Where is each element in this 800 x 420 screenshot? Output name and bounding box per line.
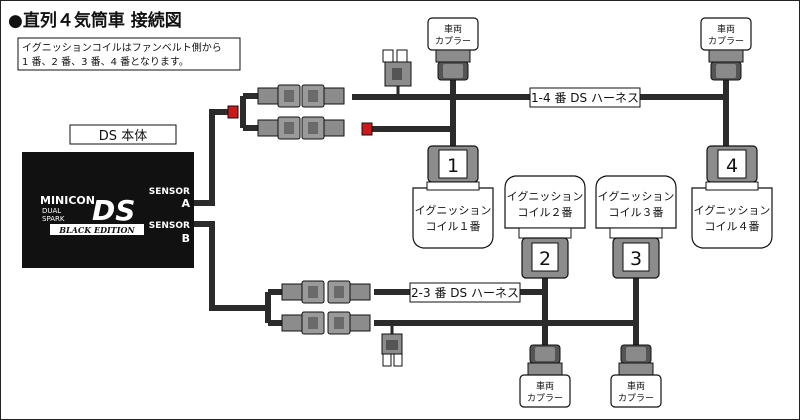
brand-dual: DUAL [42, 207, 61, 215]
coupler-line2: カプラー [527, 393, 563, 404]
brand-spark: SPARK [42, 215, 65, 223]
coil-number: 2 [539, 248, 551, 270]
red-marker-a [227, 105, 239, 119]
page-title: ●直列４気筒車 接続図 [8, 10, 182, 31]
red-marker-top [361, 122, 373, 136]
harness-23-text: 2-3 番 DS ハーネス [411, 286, 519, 300]
harness-23-label: 2-3 番 DS ハーネス [409, 282, 521, 303]
coil-line1: イグニッション [507, 189, 584, 203]
brand-ds: DS [92, 194, 135, 227]
sensor-b-word: SENSOR [149, 221, 190, 231]
note-line2: 1 番、2 番、3 番、4 番となります。 [22, 56, 189, 68]
ds-unit-body [22, 152, 194, 268]
harness-14-label: 1-4 番 DS ハーネス [529, 87, 641, 108]
note-box: イグニッションコイルはファンベルト側から 1 番、2 番、3 番、4 番となりま… [17, 37, 241, 71]
wire-to-coil1 [372, 126, 456, 147]
wire-sensor-a [193, 109, 232, 206]
coil-line2: コイル１番 [426, 220, 481, 233]
connector-a-bottom [257, 116, 345, 140]
coil-line2: コイル４番 [705, 220, 760, 233]
coil-number: 3 [630, 248, 642, 270]
note-line1: イグニッションコイルはファンベルト側から [22, 41, 222, 54]
coupler-line2: カプラー [435, 36, 471, 47]
coupler-line1: 車両 [627, 380, 645, 392]
wires [193, 80, 729, 348]
sensor-b-letter: B [182, 232, 190, 245]
coil-3: イグニッション コイル３番 3 [595, 175, 677, 279]
vehicle-coupler-1: 車両 カプラー [427, 17, 479, 81]
coil-line1: イグニッション [694, 203, 771, 217]
coupler-line2: カプラー [708, 36, 744, 47]
coupler-line1: 車両 [444, 23, 462, 35]
vehicle-coupler-2: 車両 カプラー [519, 344, 571, 408]
vehicle-coupler-3: 車両 カプラー [610, 344, 662, 408]
brand-edition: BLACK EDITION [58, 225, 135, 235]
coil-2: イグニッション コイル２番 2 [504, 175, 586, 279]
ds-unit: DS 本体 MINICON DUAL SPARK DS BLACK EDITIO… [22, 124, 194, 268]
vehicle-coupler-4: 車両 カプラー [700, 17, 752, 81]
coil-line2: コイル２番 [518, 206, 573, 219]
coupler-line2: カプラー [618, 393, 654, 404]
coil-4: 4 イグニッション コイル４番 [691, 145, 773, 249]
brand-minicon: MINICON [40, 194, 95, 207]
coil-number: 1 [447, 155, 459, 177]
coil-number: 4 [726, 155, 738, 177]
test-plug-top [382, 49, 412, 87]
coupler-line1: 車両 [717, 23, 735, 35]
connector-a-top [257, 84, 345, 108]
coil-line1: イグニッション [598, 189, 675, 203]
sensor-a-letter: A [181, 197, 190, 210]
coil-line1: イグニッション [415, 203, 492, 217]
connector-b-top [281, 280, 371, 304]
coupler-line1: 車両 [536, 380, 554, 392]
connector-b-bottom [281, 311, 371, 335]
ds-unit-label: DS 本体 [99, 129, 147, 144]
wire-sensor-b [193, 221, 268, 311]
coil-line2: コイル３番 [609, 206, 664, 219]
sensor-a-word: SENSOR [149, 187, 190, 197]
test-plug-bottom [381, 333, 403, 367]
harness-14-text: 1-4 番 DS ハーネス [531, 91, 639, 105]
coil-1: 1 イグニッション コイル１番 [412, 145, 494, 249]
